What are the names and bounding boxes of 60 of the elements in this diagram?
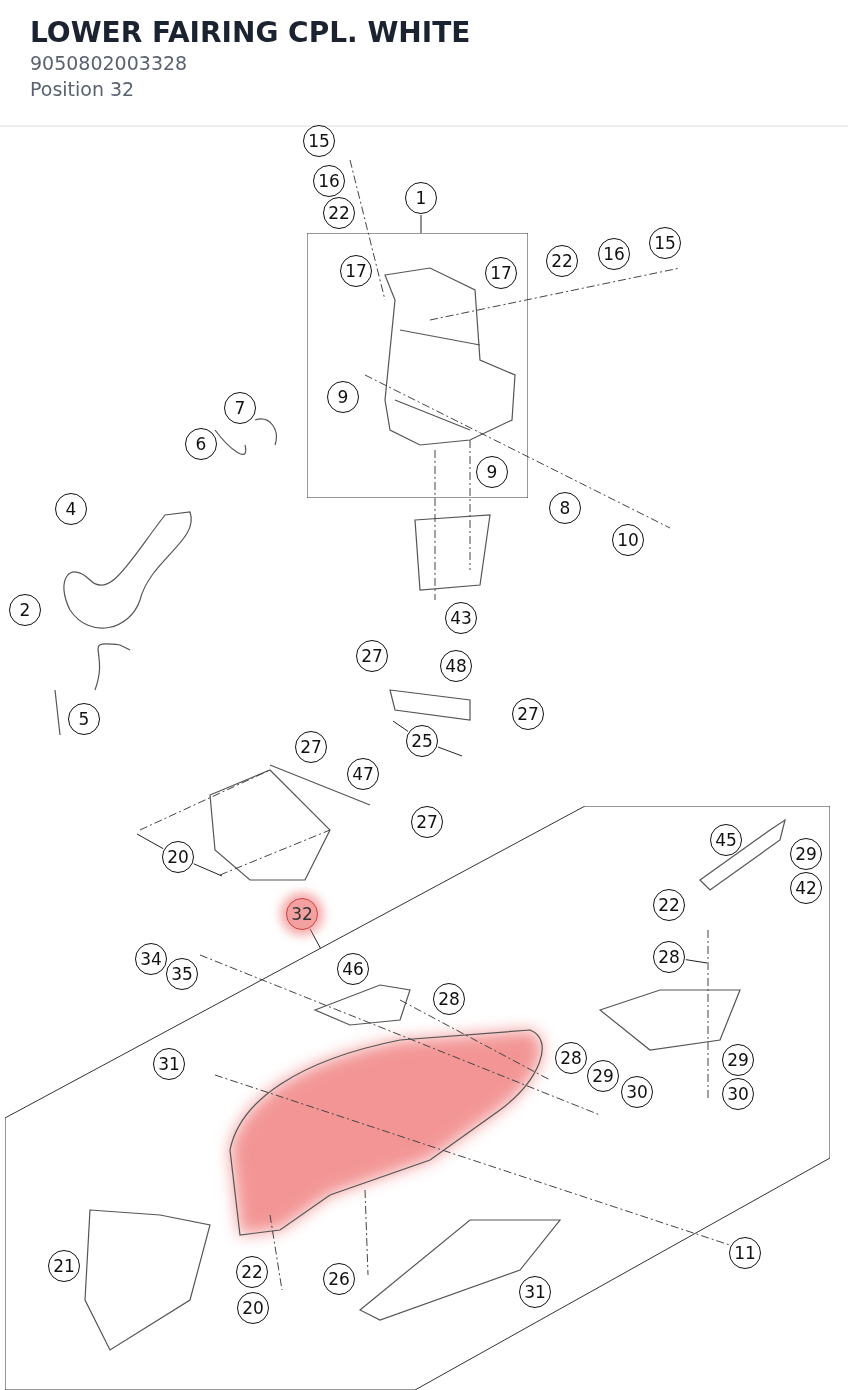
callout-number: 16 bbox=[313, 165, 345, 197]
callout-number: 22 bbox=[323, 197, 355, 229]
callout-number: 42 bbox=[790, 872, 822, 904]
group-frame bbox=[307, 233, 528, 498]
callout-number: 28 bbox=[653, 941, 685, 973]
callout-number: 31 bbox=[519, 1276, 551, 1308]
callout-number: 34 bbox=[135, 943, 167, 975]
callout-number: 17 bbox=[485, 257, 517, 289]
callout-number: 27 bbox=[411, 806, 443, 838]
callout-number: 5 bbox=[68, 703, 100, 735]
leader-line bbox=[193, 863, 223, 877]
callout-number: 46 bbox=[337, 953, 369, 985]
callout-number: 9 bbox=[476, 456, 508, 488]
callout-number: 29 bbox=[790, 838, 822, 870]
callout-number: 9 bbox=[327, 381, 359, 413]
callout-number: 30 bbox=[621, 1076, 653, 1108]
callout-number: 15 bbox=[303, 125, 335, 157]
leader-line bbox=[685, 959, 708, 964]
callout-number: 32 bbox=[286, 898, 318, 930]
callout-number: 35 bbox=[166, 958, 198, 990]
callout-number: 22 bbox=[236, 1256, 268, 1288]
callout-number: 2 bbox=[9, 594, 41, 626]
callout-number: 4 bbox=[55, 493, 87, 525]
callout-number: 25 bbox=[406, 725, 438, 757]
callout-number: 20 bbox=[162, 841, 194, 873]
callout-number: 7 bbox=[224, 392, 256, 424]
leader-line bbox=[136, 833, 164, 850]
callout-number: 15 bbox=[649, 227, 681, 259]
callout-number: 27 bbox=[356, 640, 388, 672]
leader-line bbox=[437, 746, 463, 757]
position-text: Position 32 bbox=[30, 78, 135, 100]
callout-number: 22 bbox=[546, 245, 578, 277]
callout-number: 21 bbox=[48, 1250, 80, 1282]
callout-number: 1 bbox=[405, 182, 437, 214]
callout-number: 11 bbox=[729, 1237, 761, 1269]
callout-number: 30 bbox=[722, 1078, 754, 1110]
callout-number: 20 bbox=[237, 1292, 269, 1324]
callout-number: 48 bbox=[440, 650, 472, 682]
callout-number: 31 bbox=[153, 1048, 185, 1080]
callout-number: 17 bbox=[340, 255, 372, 287]
callout-number: 27 bbox=[512, 698, 544, 730]
leader-line bbox=[309, 928, 321, 949]
part-number: 9050802003328 bbox=[30, 52, 188, 74]
callout-number: 10 bbox=[612, 524, 644, 556]
callout-number: 26 bbox=[323, 1263, 355, 1295]
leader-line bbox=[420, 214, 422, 234]
callout-number: 28 bbox=[555, 1042, 587, 1074]
callout-number: 29 bbox=[587, 1060, 619, 1092]
callout-number: 6 bbox=[185, 428, 217, 460]
callout-number: 22 bbox=[653, 889, 685, 921]
callout-number: 8 bbox=[549, 492, 581, 524]
callout-number: 29 bbox=[722, 1044, 754, 1076]
leader-line bbox=[392, 720, 409, 732]
title: LOWER FAIRING CPL. WHITE bbox=[30, 16, 471, 49]
callout-number: 27 bbox=[295, 731, 327, 763]
callout-number: 43 bbox=[445, 602, 477, 634]
callout-number: 45 bbox=[710, 824, 742, 856]
callout-number: 28 bbox=[433, 983, 465, 1015]
callout-number: 16 bbox=[598, 238, 630, 270]
callout-number: 47 bbox=[347, 758, 379, 790]
